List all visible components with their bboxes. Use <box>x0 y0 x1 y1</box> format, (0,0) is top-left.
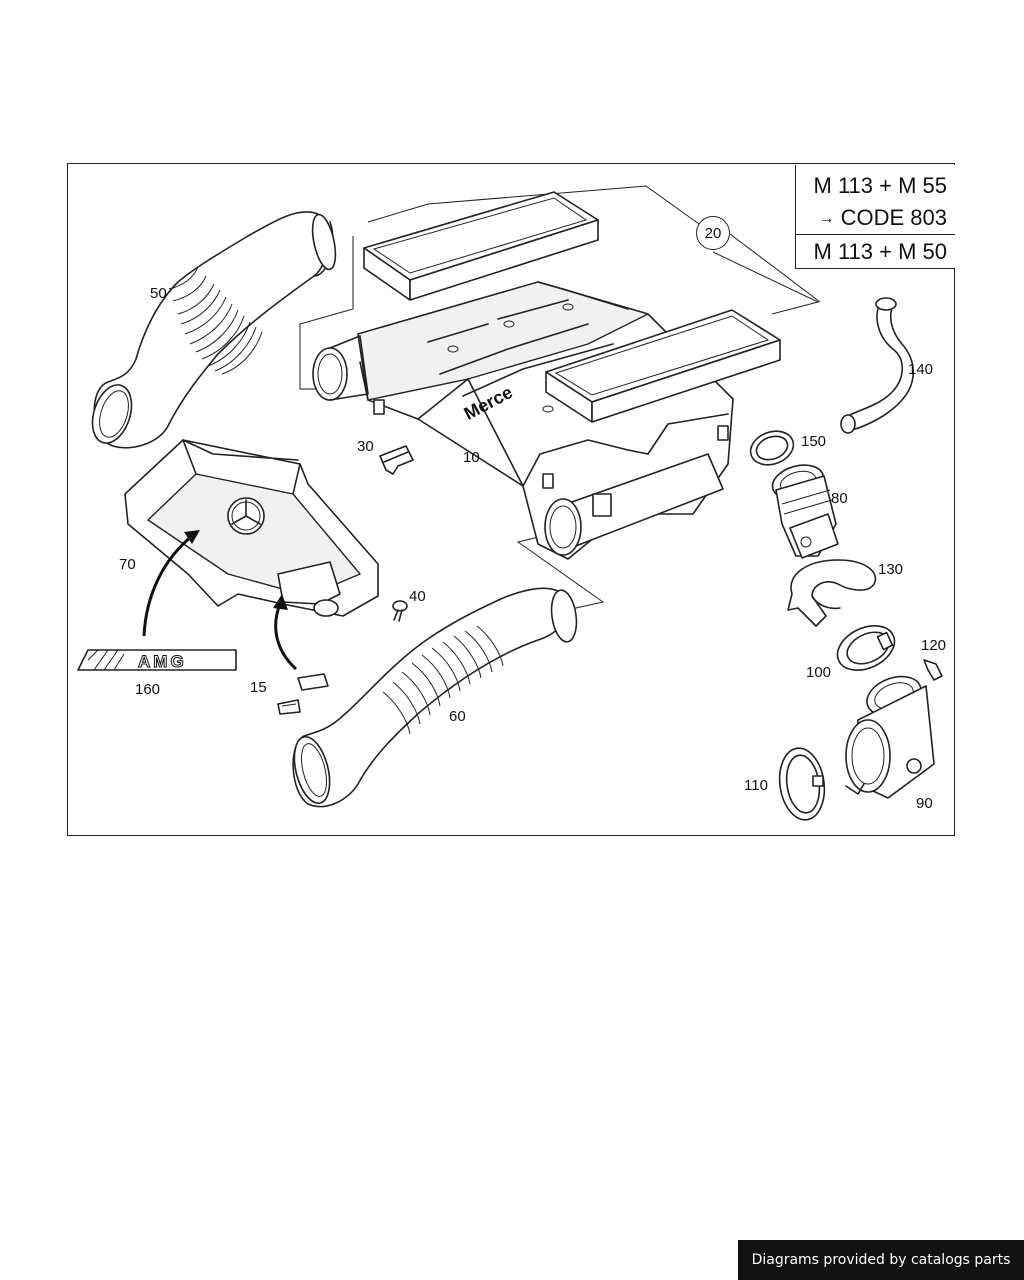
callout-150: 150 <box>801 433 827 450</box>
callout-140: 140 <box>908 361 934 378</box>
callout-10: 10 <box>463 449 480 466</box>
engine-cover <box>124 439 379 617</box>
leader-lines <box>299 185 821 613</box>
footer-credit-text: Diagrams provided by catalogs parts <box>751 1252 1011 1268</box>
air-mass-sensor <box>771 464 839 559</box>
callout-130: 130 <box>878 561 904 578</box>
intake-duct-lower <box>292 587 578 808</box>
parts-diagram-frame: Merce <box>67 163 955 836</box>
intake-duct-upper <box>91 211 337 449</box>
air-filter-element-right <box>545 309 781 423</box>
callout-60: 60 <box>449 708 466 725</box>
vent-hose <box>840 297 914 434</box>
callout-160: 160 <box>135 681 161 698</box>
callout-110: 110 <box>744 777 768 794</box>
air-filter-housing: Merce <box>312 281 734 560</box>
amg-emblem: AMG <box>77 649 237 672</box>
legend-code-text: CODE 803 <box>840 205 947 230</box>
callout-100: 100 <box>806 664 832 681</box>
small-clip-120 <box>923 659 943 681</box>
screw-part-40 <box>392 600 408 622</box>
clamp-bracket <box>787 559 877 627</box>
air-filter-element-left <box>363 191 599 301</box>
seal-ring-150 <box>749 430 795 466</box>
direction-arrows <box>142 530 298 671</box>
throttle-adapter <box>845 675 935 799</box>
callout-40: 40 <box>409 588 426 605</box>
callout-70: 70 <box>119 556 136 573</box>
engine-code-legend: M 113 + M 55 → CODE 803 M 113 + M 50 <box>795 165 955 269</box>
clip-part-30 <box>379 445 414 475</box>
callout-90: 90 <box>916 795 933 812</box>
legend-divider <box>796 234 955 235</box>
callout-80: 80 <box>831 490 848 507</box>
emblem-text: AMG <box>138 652 187 671</box>
legend-engine-m55: M 113 + M 55 <box>813 173 948 198</box>
legend-code-row: → CODE 803 <box>818 207 947 229</box>
pad-part-15 <box>277 673 329 715</box>
clamp-ring-100 <box>836 625 896 671</box>
legend-engine-m50: M 113 + M 50 <box>813 239 948 264</box>
footer-credit: Diagrams provided by catalogs parts <box>738 1240 1024 1280</box>
callout-15: 15 <box>250 679 267 696</box>
exploded-parts-drawing: Merce <box>77 185 943 821</box>
arrow-right-icon: → <box>818 210 835 228</box>
callout-50: 50 <box>150 285 167 302</box>
clamp-ring-110 <box>778 747 826 821</box>
callout-30: 30 <box>357 438 374 455</box>
callout-20-circle: 20 <box>696 216 730 250</box>
callout-120: 120 <box>921 637 947 654</box>
